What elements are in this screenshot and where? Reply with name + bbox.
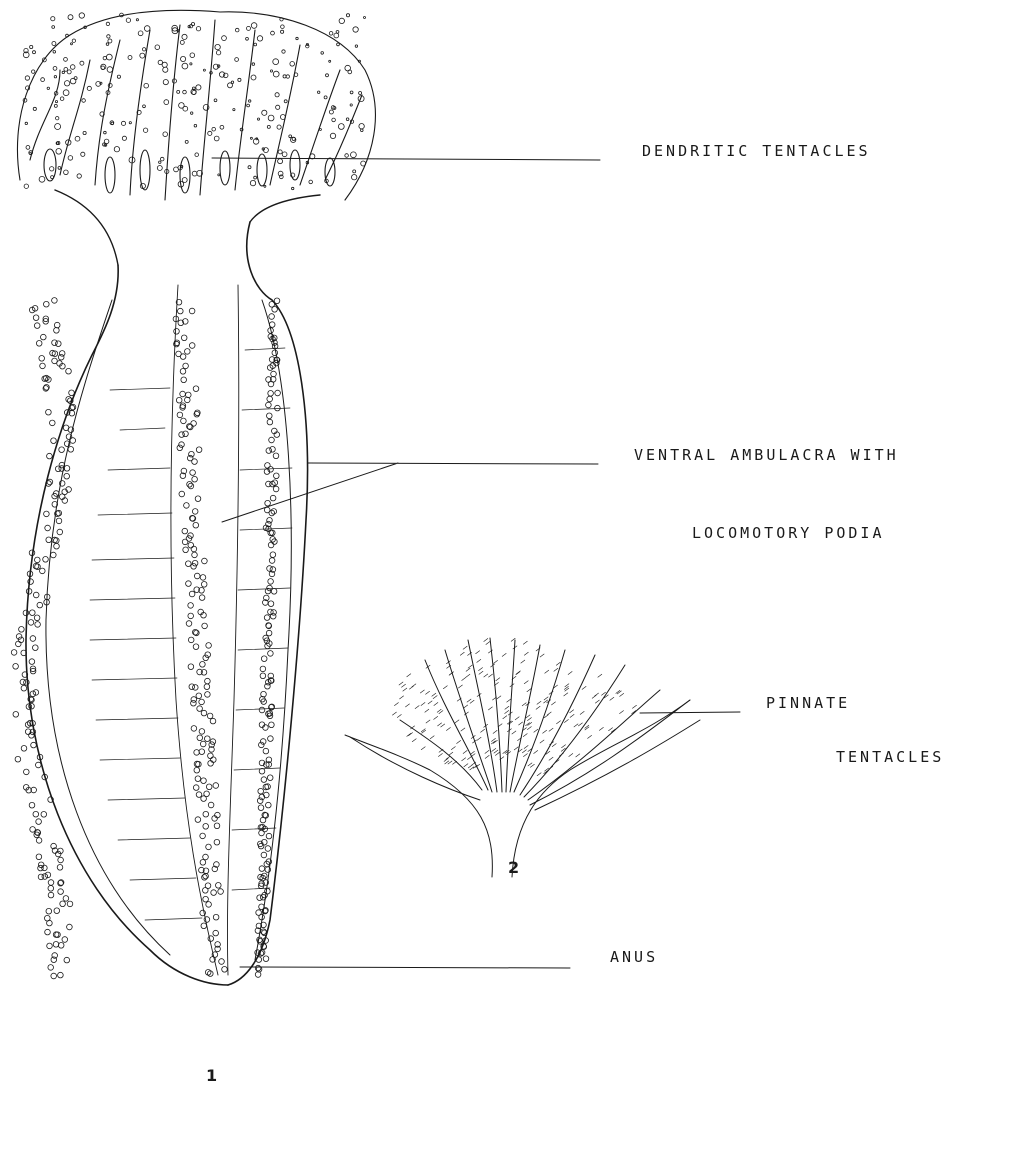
collar-left — [55, 190, 118, 265]
collar-right — [250, 195, 320, 222]
pinnate-barbs — [392, 638, 636, 775]
ambulacrum-band-right — [227, 285, 238, 975]
leader-dendritic-tentacles — [212, 158, 600, 160]
label-ventral-ambulacra-line2: LOCOMOTORY PODIA — [692, 524, 885, 542]
ambulacrum-band-left — [171, 285, 218, 975]
label-pinnate-line1: PINNATE — [766, 694, 850, 712]
label-dendritic-tentacles: DENDRITIC TENTACLES — [642, 142, 871, 160]
leader-pinnate-tentacles — [640, 712, 740, 713]
body-outline-left — [26, 265, 228, 985]
body-inner-right — [255, 300, 291, 960]
figure-number-1: 1 — [206, 1066, 217, 1085]
label-anus: ANUS — [610, 948, 658, 966]
body-transverse-lines — [90, 348, 292, 920]
body-inner-left — [46, 300, 170, 955]
leader-anus — [240, 967, 570, 968]
figure-number-2: 2 — [508, 858, 519, 877]
pinnate-tentacle-fan — [345, 638, 700, 877]
crown-texture — [23, 13, 366, 190]
leader-ventral-ambulacra — [222, 463, 598, 522]
label-ventral-ambulacra-line1: VENTRAL AMBULACRA WITH — [634, 446, 899, 464]
label-pinnate-line2: TENTACLES — [836, 748, 944, 766]
locomotory-podia — [11, 298, 280, 979]
